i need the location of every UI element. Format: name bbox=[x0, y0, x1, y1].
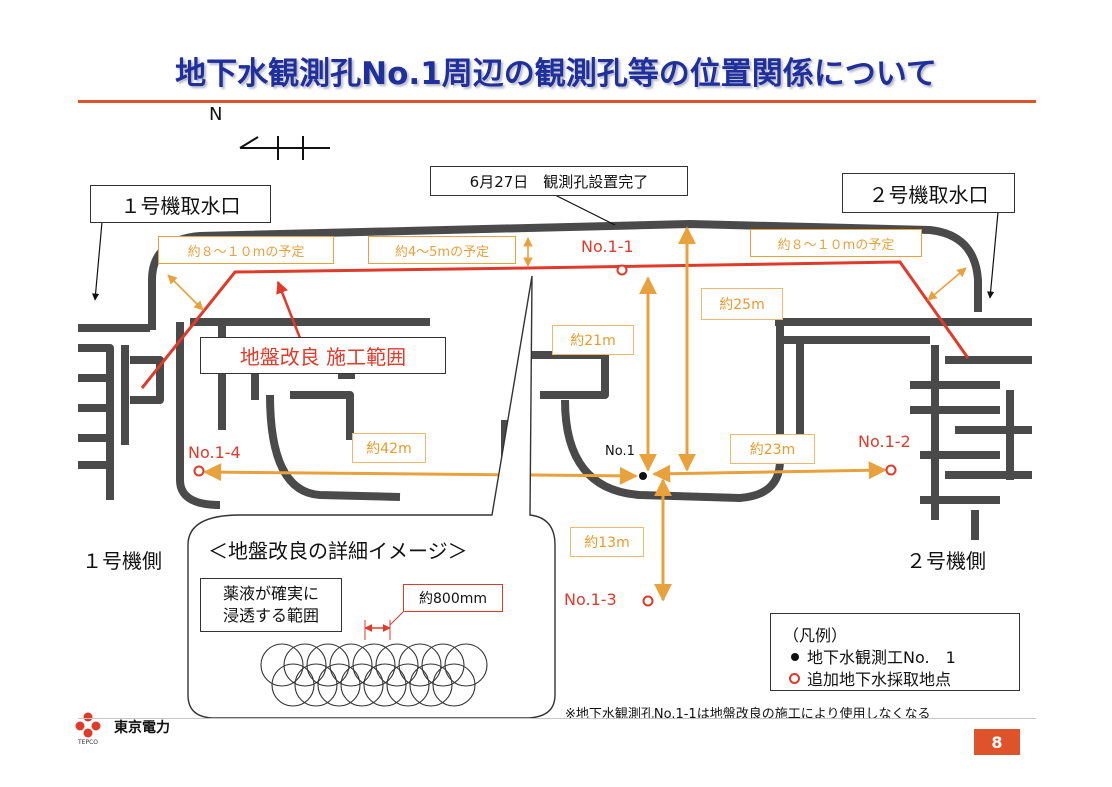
detail-size-label: 約800mm bbox=[403, 584, 503, 612]
distance-42m: 約42m bbox=[352, 433, 426, 463]
tepco-logo-icon bbox=[75, 712, 101, 738]
distance-25m: 約25m bbox=[701, 288, 783, 320]
page-title: 地下水観測孔No.1周辺の観測孔等の位置関係について bbox=[175, 56, 937, 92]
legend-item-added: 追加地下水採取地点 bbox=[783, 666, 951, 690]
ground-improvement-line bbox=[140, 260, 970, 389]
legend-title: （凡例） bbox=[783, 626, 848, 645]
detail-title: ＜地盤改良の詳細イメージ＞ bbox=[208, 539, 468, 563]
legend: （凡例） 地下水観測工No. 1 追加地下水採取地点 bbox=[770, 613, 1020, 691]
well-1-3-label: No.1-3 bbox=[564, 590, 617, 609]
well-no1-marker bbox=[639, 472, 647, 480]
detail-chem-line-1: 薬液が確実に bbox=[222, 584, 319, 603]
north-label: N bbox=[209, 104, 223, 125]
distance-21m: 約21m bbox=[552, 325, 634, 355]
legend-item-added-text: 追加地下水採取地点 bbox=[807, 670, 952, 689]
well-no1-label: No.1 bbox=[605, 444, 635, 459]
unit-1-side-label: １号機側 bbox=[82, 549, 162, 573]
detail-chem-line-2: 浸透する範囲 bbox=[222, 606, 319, 625]
title-underline bbox=[78, 100, 1036, 103]
plan-mid-label: 約4～5mの予定 bbox=[368, 236, 516, 264]
detail-chem-label: 薬液が確実に 浸透する範囲 bbox=[200, 578, 342, 632]
company-name: 東京電力 bbox=[114, 720, 170, 736]
intake-1-label: １号機取水口 bbox=[90, 185, 271, 223]
north-arrow-icon bbox=[239, 136, 330, 160]
legend-circle-icon bbox=[789, 673, 800, 684]
company-name-en: TEPCO bbox=[78, 739, 98, 746]
intake-2-label: ２号機取水口 bbox=[842, 173, 1015, 213]
legend-dot-icon bbox=[791, 653, 799, 661]
plan-left-label: 約８～１０mの予定 bbox=[158, 236, 334, 264]
well-1-3-marker bbox=[642, 595, 654, 607]
legend-item-no1: 地下水観測工No. 1 bbox=[783, 644, 956, 668]
well-1-4-label: No.1-4 bbox=[188, 443, 241, 462]
footnote: ※地下水観測孔No.1-1は地盤改良の施工により使用しなくなる bbox=[565, 707, 931, 722]
distance-13m: 約13m bbox=[570, 527, 644, 557]
well-1-4-marker bbox=[193, 465, 205, 477]
footer-rule bbox=[78, 718, 1036, 719]
well-1-2-label: No.1-2 bbox=[858, 432, 911, 451]
grout-circles bbox=[260, 643, 488, 707]
ground-improvement-label: 地盤改良 施工範囲 bbox=[200, 337, 446, 374]
distance-23m: 約23m bbox=[730, 434, 815, 464]
well-1-1-marker bbox=[616, 264, 628, 276]
installed-label: 6月27日 観測孔設置完了 bbox=[430, 166, 688, 196]
structure-walls bbox=[78, 220, 1032, 540]
plan-right-label: 約８～１０mの予定 bbox=[750, 229, 922, 257]
well-1-2-marker bbox=[885, 464, 897, 476]
legend-item-no1-text: 地下水観測工No. 1 bbox=[807, 648, 956, 667]
unit-2-side-label: ２号機側 bbox=[906, 549, 986, 573]
well-1-1-label: No.1-1 bbox=[581, 237, 634, 256]
page-number: 8 bbox=[974, 729, 1020, 755]
